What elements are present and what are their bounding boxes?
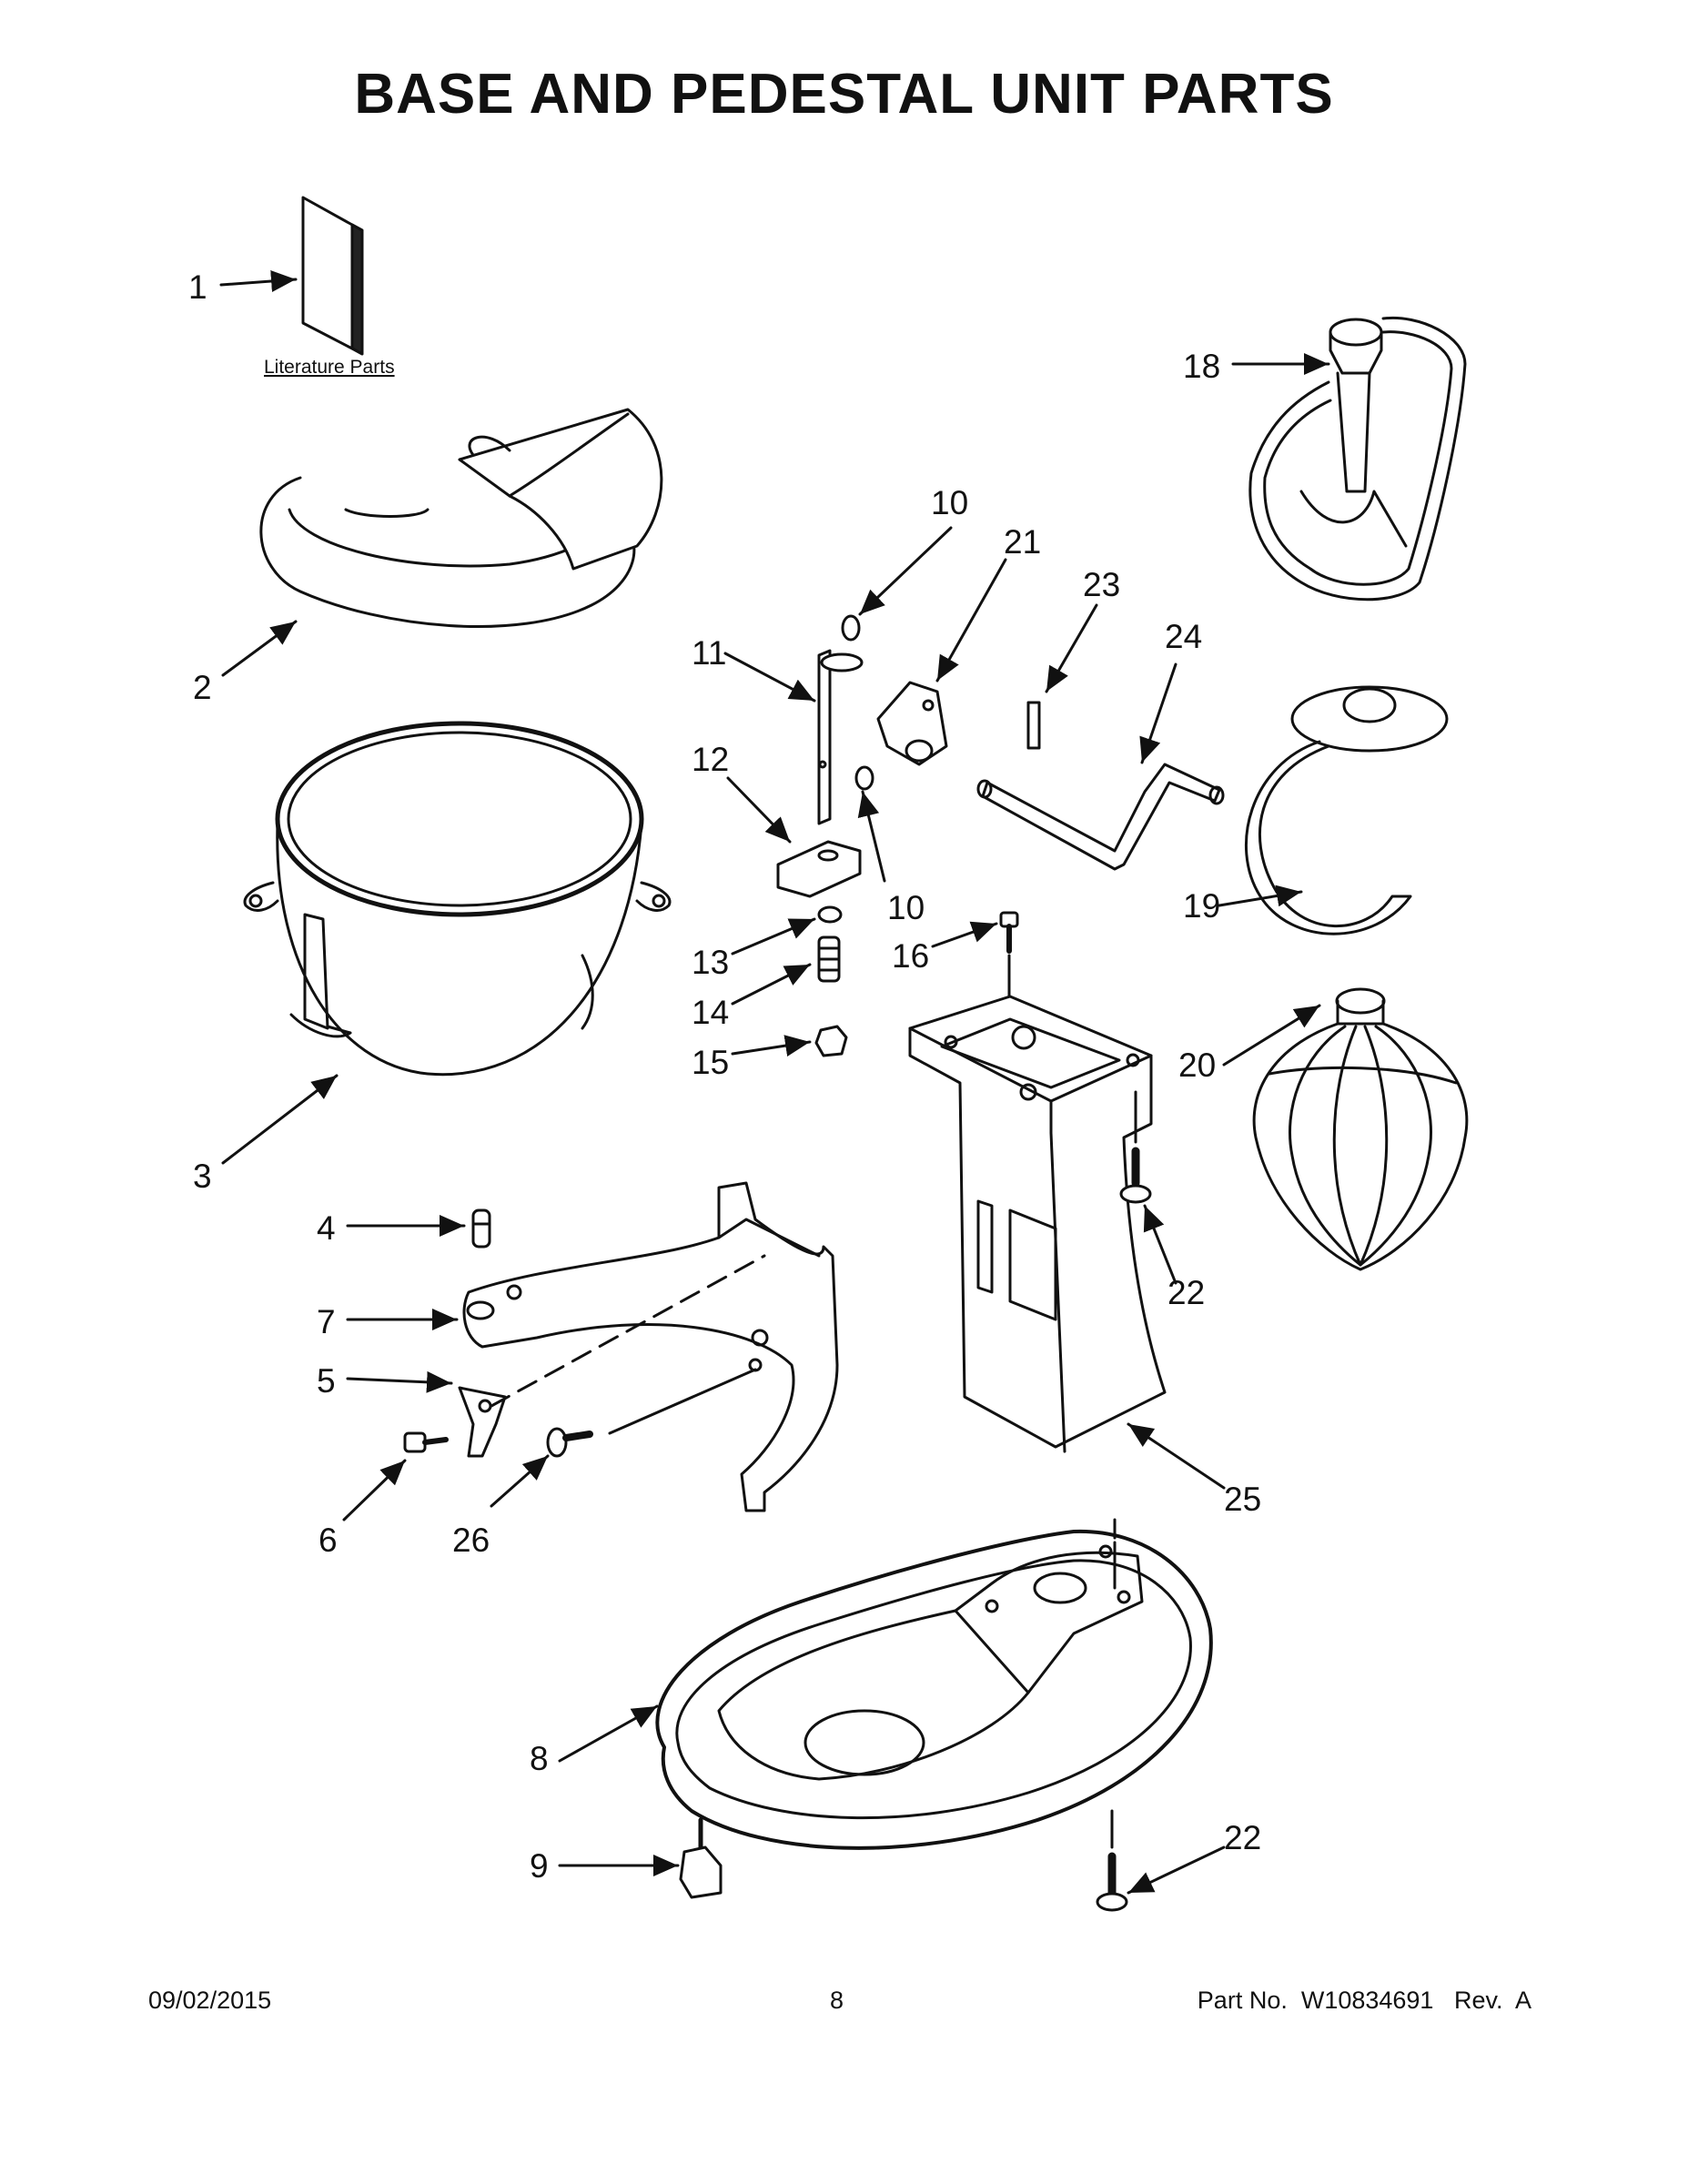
callout-26: 26 — [452, 1522, 490, 1559]
lever — [876, 681, 948, 766]
callout-24: 24 — [1165, 618, 1202, 655]
washer — [817, 905, 843, 924]
callout-11: 11 — [692, 634, 726, 672]
callout-13: 13 — [692, 944, 729, 981]
pouring-shield — [259, 408, 663, 629]
screw-26 — [546, 1427, 593, 1458]
callout-8: 8 — [530, 1740, 549, 1777]
callout-22-lower: 22 — [1224, 1819, 1261, 1856]
wire-whip — [1252, 987, 1469, 1271]
key — [1026, 701, 1041, 750]
mixing-bowl — [243, 721, 672, 1077]
callout-3: 3 — [193, 1158, 212, 1195]
callout-7: 7 — [317, 1303, 336, 1340]
footer-part-number: Part No. W10834691 Rev. A — [1197, 1987, 1531, 2014]
dough-hook — [1244, 685, 1449, 935]
callout-15: 15 — [692, 1044, 729, 1081]
callout-10-bottom: 10 — [887, 889, 925, 926]
crank-shaft — [976, 763, 1225, 871]
callout-4: 4 — [317, 1209, 336, 1247]
callout-18: 18 — [1183, 348, 1220, 385]
screw-22-upper — [1119, 1090, 1152, 1204]
callout-5: 5 — [317, 1362, 336, 1400]
pedestal — [908, 995, 1167, 1453]
callout-19: 19 — [1183, 887, 1220, 925]
callout-14: 14 — [692, 994, 729, 1031]
screw-6 — [403, 1431, 449, 1453]
bowl-pin — [471, 1208, 491, 1249]
literature-booklet — [301, 196, 364, 356]
spring — [817, 935, 841, 983]
callout-2: 2 — [193, 669, 212, 706]
callout-23: 23 — [1083, 566, 1120, 603]
pin-10-bottom — [854, 765, 874, 791]
callout-12: 12 — [692, 741, 729, 778]
footer-date: 09/02/2015 — [148, 1987, 272, 2014]
callout-25: 25 — [1224, 1481, 1261, 1518]
foot — [679, 1817, 723, 1899]
callout-22-upper: 22 — [1167, 1274, 1205, 1311]
bracket — [776, 840, 862, 898]
literature-parts-label: Literature Parts — [264, 357, 395, 378]
footer-page-number: 8 — [830, 1987, 844, 2014]
flat-beater — [1248, 316, 1467, 602]
screw-22-lower — [1096, 1809, 1128, 1912]
base — [655, 1518, 1213, 1850]
callout-9: 9 — [530, 1847, 549, 1885]
shaft — [817, 649, 864, 825]
callout-6: 6 — [318, 1522, 338, 1559]
page-title: BASE AND PEDESTAL UNIT PARTS — [354, 63, 1334, 126]
callout-leaders — [219, 270, 1330, 1895]
screw-16 — [999, 911, 1019, 1012]
latch-plate — [458, 1386, 507, 1458]
callout-10-top: 10 — [931, 484, 968, 521]
pin-10-top — [841, 614, 861, 642]
callout-21: 21 — [1004, 523, 1041, 561]
bowl-support — [462, 1181, 839, 1512]
callout-20: 20 — [1178, 1046, 1216, 1084]
nut — [814, 1025, 848, 1057]
callout-16: 16 — [892, 937, 929, 975]
callout-1: 1 — [188, 268, 207, 306]
